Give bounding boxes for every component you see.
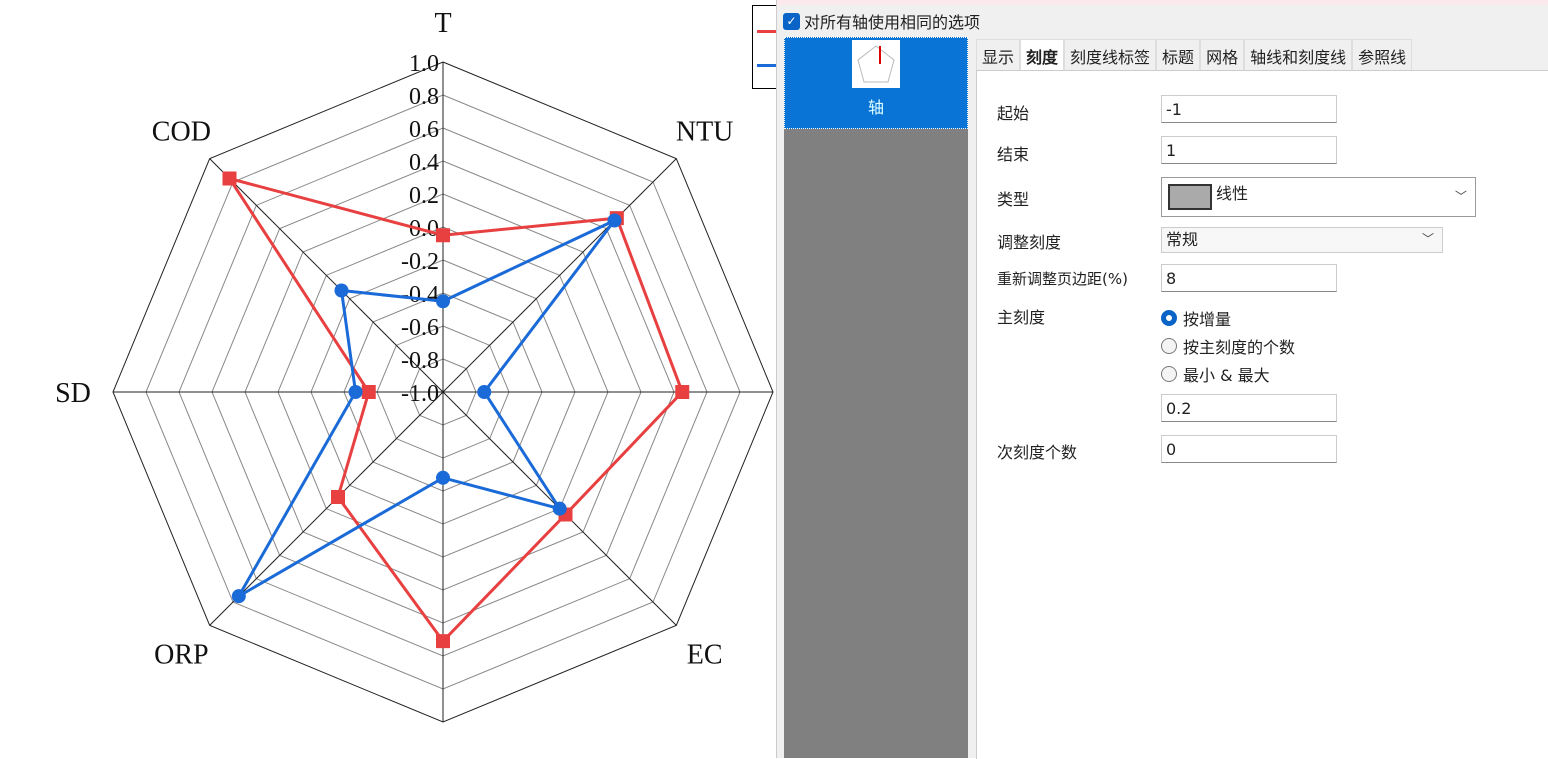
type-value: 线性 [1216, 184, 1249, 203]
radio-by-count[interactable]: 按主刻度的个数 [1161, 334, 1295, 358]
data-point [334, 283, 349, 298]
axis-dialog: ✓对所有轴使用相同的选项 轴 显示刻度刻度线标签标题网格轴线和刻度线参照线 起始… [776, 0, 1548, 759]
rescale-label: 调整刻度 [997, 233, 1062, 252]
radio-by-increment[interactable]: 按增量 [1161, 306, 1231, 330]
radar-axis-icon [852, 40, 900, 88]
tab-6[interactable]: 参照线 [1352, 39, 1413, 71]
data-point [348, 385, 363, 399]
axis-label: T [434, 8, 451, 39]
axis-label: COD [152, 116, 211, 147]
minor-label: 次刻度个数 [997, 443, 1078, 462]
check-icon: ✓ [783, 12, 800, 30]
radio-label: 最小 & 最大 [1183, 366, 1270, 385]
scale-panel: 起始 -1 结束 1 类型 线性﹀ 调整刻度 常规﹀ 重新调整页边距(%) 8 … [976, 70, 1548, 759]
chevron-down-icon: ﹀ [1421, 231, 1434, 246]
margin-label: 重新调整页边距(%) [997, 270, 1128, 288]
from-label: 起始 [997, 104, 1030, 123]
radar-chart: TNTUECORPSDCOD1.00.80.60.40.20.0-0.2-0.4… [55, 8, 774, 723]
tick-label: 0.6 [409, 117, 439, 143]
legend-red-line [757, 30, 781, 33]
axis-list: 轴 [784, 37, 968, 758]
type-label: 类型 [997, 190, 1030, 209]
radio-label: 按主刻度的个数 [1183, 338, 1296, 357]
to-label: 结束 [997, 145, 1030, 164]
data-point [436, 228, 450, 243]
major-label: 主刻度 [997, 308, 1046, 327]
data-point [231, 589, 246, 604]
data-point [222, 171, 237, 186]
tick-label: 0.8 [409, 84, 439, 110]
radio-icon [1161, 338, 1177, 354]
data-point [330, 490, 345, 505]
tick-label: -0.4 [401, 282, 439, 308]
increment-input[interactable]: 0.2 [1161, 394, 1337, 422]
axis-label: SD [55, 378, 91, 409]
tick-label: -0.2 [401, 249, 439, 275]
data-point [436, 634, 450, 649]
tab-3[interactable]: 标题 [1156, 39, 1201, 71]
legend-blue-line [757, 64, 781, 67]
data-point [675, 385, 690, 399]
tick-label: -1.0 [401, 381, 439, 407]
tick-label: -0.6 [401, 315, 439, 341]
tab-1[interactable]: 刻度 [1020, 39, 1065, 71]
radio-selected-icon [1161, 310, 1177, 326]
tab-4[interactable]: 网格 [1200, 39, 1245, 71]
linear-scale-icon [1168, 184, 1212, 210]
radio-icon [1161, 366, 1177, 382]
type-select[interactable]: 线性 ﹀ [1161, 177, 1476, 217]
data-point [436, 294, 450, 309]
same-options-checkbox[interactable]: ✓对所有轴使用相同的选项 [783, 9, 980, 33]
tick-label: 0.2 [409, 183, 439, 209]
axis-line [209, 391, 444, 626]
radio-label: 按增量 [1183, 310, 1232, 329]
chevron-down-icon: ﹀ [1454, 189, 1467, 204]
axis-line [209, 158, 444, 393]
data-point [552, 501, 567, 516]
axis-list-item[interactable]: 轴 [784, 37, 968, 129]
rescale-select[interactable]: 常规 ﹀ [1161, 227, 1443, 253]
rescale-value: 常规 [1166, 230, 1199, 249]
data-point [607, 213, 622, 228]
axis-label: NTU [676, 116, 734, 147]
from-input[interactable]: -1 [1161, 95, 1337, 123]
axis-label: EC [687, 640, 723, 671]
tab-2[interactable]: 刻度线标签 [1064, 39, 1157, 71]
tick-label: 0.4 [409, 150, 439, 176]
same-options-label: 对所有轴使用相同的选项 [804, 13, 981, 32]
data-point [477, 385, 492, 399]
axis-line [442, 158, 677, 393]
to-input[interactable]: 1 [1161, 136, 1337, 164]
tick-label: 1.0 [409, 51, 439, 77]
axis-item-label: 轴 [867, 98, 884, 117]
tab-0[interactable]: 显示 [976, 39, 1021, 71]
tick-label: -0.8 [401, 348, 439, 374]
axis-label: ORP [154, 640, 208, 671]
data-point [361, 385, 376, 399]
tab-5[interactable]: 轴线和刻度线 [1244, 39, 1353, 71]
data-point [436, 470, 450, 485]
minor-input[interactable]: 0 [1161, 435, 1337, 463]
radio-min-max[interactable]: 最小 & 最大 [1161, 362, 1270, 386]
margin-input[interactable]: 8 [1161, 264, 1337, 292]
